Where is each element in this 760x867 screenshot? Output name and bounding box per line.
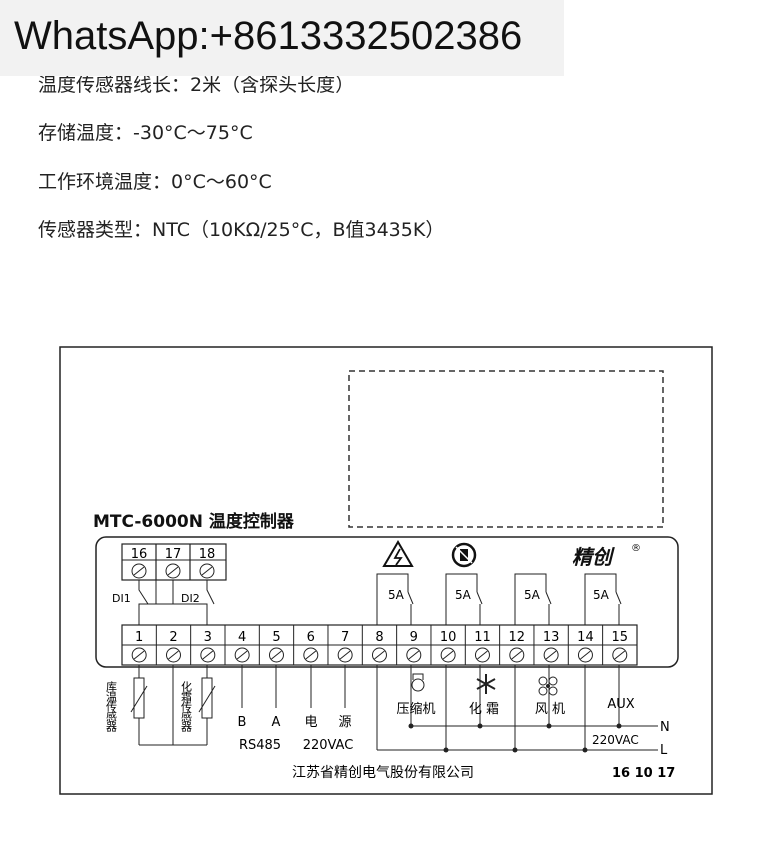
terminal-screw-slot [202, 650, 214, 660]
terminal-10-label: 10 [440, 630, 457, 645]
di-screw-16 [131, 563, 147, 579]
banner-text: WhatsApp:+8613332502386 [14, 14, 523, 58]
power-char-2: 源 [338, 715, 351, 730]
di2-label: DI2 [181, 592, 200, 605]
rs485-label: RS485 [239, 738, 281, 753]
terminal-screw-slot [168, 650, 179, 660]
relay-compressor: 5A [376, 573, 414, 625]
rs485-b-label: B [238, 715, 247, 730]
terminal-13-label: 13 [543, 630, 560, 645]
rs485-power-wiring: B A RS485 电 源 220VAC [238, 665, 354, 753]
terminal-screw-slot [271, 650, 282, 660]
neutral-line-label: N [660, 720, 670, 735]
terminal-16-label: 16 [131, 547, 148, 562]
relay-fan: 5A [514, 573, 552, 625]
spec-storage-temp: 存储温度：-30°C～75°C [38, 122, 253, 144]
terminal-screw-slot [511, 650, 523, 660]
relay-4-rating: 5A [593, 588, 610, 602]
terminal-8-label: 8 [375, 630, 383, 645]
terminal-screw-slot [408, 650, 420, 660]
defrost-label: 化 霜 [469, 702, 499, 717]
terminal-6-label: 6 [307, 630, 315, 645]
fan-label: 风 机 [535, 702, 565, 717]
spec-working-temp: 工作环境温度：0°C～60°C [38, 171, 272, 193]
terminal-7-label: 7 [341, 630, 349, 645]
terminal-screw-slot [442, 650, 454, 660]
defrost-sensor-label: 化霜传感器 [180, 680, 193, 733]
terminal-screw-slot [305, 650, 317, 660]
display-window-outline [348, 370, 664, 528]
terminal-screw-slot [339, 650, 351, 660]
aux-label: AUX [607, 697, 634, 712]
whatsapp-banner: WhatsApp:+8613332502386 [0, 0, 564, 76]
spec-sensor-type: 传感器类型：NTC（10KΩ/25°C，B值3435K） [38, 219, 445, 241]
relay-2-rating: 5A [455, 588, 472, 602]
terminal-11-label: 11 [474, 630, 491, 645]
no-water-warning-icon [451, 542, 477, 568]
terminal-2-label: 2 [169, 630, 177, 645]
date-code: 16 10 17 [612, 766, 675, 781]
controller-title: MTC-6000N 温度控制器 [93, 511, 295, 532]
terminal-screw-slot [374, 650, 385, 660]
relay-3-rating: 5A [524, 588, 541, 602]
terminal-screw-slot [236, 650, 248, 660]
load-wiring: N L 220VAC [376, 665, 670, 758]
relay-defrost: 5A [445, 573, 483, 625]
fan-icon [538, 676, 558, 696]
terminal-1-label: 1 [135, 630, 143, 645]
high-voltage-warning-icon [382, 540, 414, 567]
controller-panel [95, 536, 679, 668]
terminal-9-label: 9 [410, 630, 418, 645]
terminal-screw-slot [477, 650, 488, 660]
terminal-screw-slot [614, 650, 626, 660]
power-char-1: 电 [304, 715, 317, 730]
relay-aux: 5A [584, 573, 622, 625]
terminal-17-label: 17 [165, 547, 182, 562]
brand-registered-mark: ® [631, 543, 641, 554]
line-voltage-label: 220VAC [592, 733, 639, 747]
relay-1-rating: 5A [388, 588, 405, 602]
company-name: 江苏省精创电气股份有限公司 [292, 765, 474, 781]
snowflake-icon [476, 674, 496, 694]
terminal-12-label: 12 [509, 630, 526, 645]
di-screw-18 [199, 563, 215, 579]
live-line-label: L [660, 743, 668, 758]
compressor-label: 压缩机 [396, 701, 435, 717]
sensor-wiring: 库温传感器 化霜传感器 [105, 665, 216, 746]
diagram-frame [59, 346, 713, 795]
brand-logo: 精创 [572, 545, 615, 569]
di-terminal-block: 16 17 18 DI1 DI2 [112, 543, 227, 625]
terminal-4-label: 4 [238, 630, 246, 645]
terminal-14-label: 14 [577, 630, 594, 645]
rs485-a-label: A [272, 715, 281, 730]
terminal-3-label: 3 [204, 630, 212, 645]
terminal-18-label: 18 [199, 547, 216, 562]
spec-sensor-length: 温度传感器线长：2米（含探头长度） [38, 74, 355, 96]
di-screw-17 [165, 563, 181, 579]
compressor-icon [411, 673, 425, 692]
terminal-screw-slot [133, 650, 145, 660]
terminal-15-label: 15 [612, 630, 629, 645]
terminal-screw-slot [545, 650, 557, 660]
di1-label: DI1 [112, 592, 131, 605]
terminal-5-label: 5 [272, 630, 280, 645]
room-sensor-label: 库温传感器 [105, 681, 118, 733]
power-voltage-label: 220VAC [303, 738, 354, 753]
terminal-screw-slot [580, 650, 591, 660]
